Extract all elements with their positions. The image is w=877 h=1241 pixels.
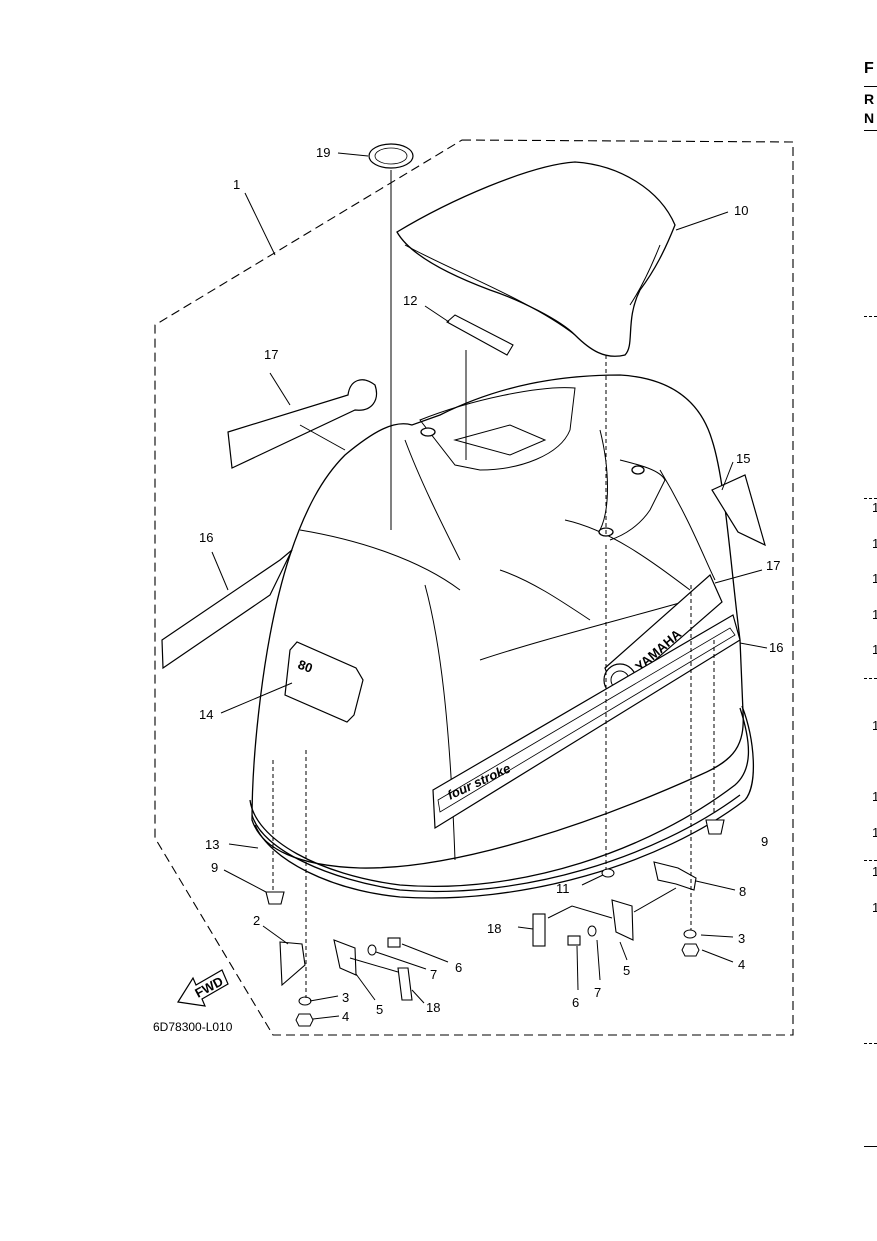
edge-number: 1 — [872, 825, 877, 840]
callout-13: 13 — [205, 837, 219, 852]
callout-7-right: 7 — [594, 985, 601, 1000]
edge-number: 1 — [872, 642, 877, 657]
damper-12 — [446, 314, 514, 356]
callout-16-right: 16 — [769, 640, 783, 655]
leader-lines — [211, 152, 768, 1020]
cowling-seal — [249, 705, 755, 899]
callout-7-left: 7 — [430, 967, 437, 982]
callout-3-right: 3 — [738, 931, 745, 946]
callout-17-left: 17 — [264, 347, 278, 362]
callout-4-left: 4 — [342, 1009, 349, 1024]
edge-rule — [864, 498, 877, 499]
collar-18 — [397, 913, 546, 1001]
callouts: 19 1 10 12 17 15 16 17 16 14 13 9 9 11 8… — [199, 145, 783, 1024]
bolt-6 — [387, 935, 581, 948]
callout-1: 1 — [233, 177, 240, 192]
edge-rule — [864, 860, 877, 861]
callout-12: 12 — [403, 293, 417, 308]
edge-number: 1 — [872, 571, 877, 586]
engine-cover — [396, 161, 676, 357]
callout-14: 14 — [199, 707, 213, 722]
edge-rule — [864, 130, 877, 131]
callout-11: 11 — [556, 881, 570, 896]
edge-rule — [864, 316, 877, 317]
callout-18-right: 18 — [487, 921, 501, 936]
grommet-9 — [265, 819, 725, 905]
assembly-boundary — [154, 139, 794, 1036]
edge-letter-n: N — [864, 110, 875, 126]
fwd-arrow-icon: FWD — [177, 969, 229, 1007]
callout-16-left: 16 — [199, 530, 213, 545]
figure-code: 6D78300-L010 — [153, 1020, 233, 1034]
side-decal-16-left — [161, 549, 293, 670]
edge-number: 1 — [872, 864, 877, 879]
edge-letter-r: R — [864, 91, 875, 107]
callout-5-left: 5 — [376, 1002, 383, 1017]
edge-number: 1 — [872, 718, 877, 733]
callout-8: 8 — [739, 884, 746, 899]
fwd-label: FWD — [192, 974, 225, 1001]
washer-7 — [367, 925, 597, 956]
nut-4 — [295, 943, 700, 1027]
callout-3-left: 3 — [342, 990, 349, 1005]
edge-number: 1 — [872, 607, 877, 622]
top-cowling — [251, 374, 744, 869]
callout-15: 15 — [736, 451, 750, 466]
callout-6-right: 6 — [572, 995, 579, 1010]
side-decal-15 — [711, 474, 766, 547]
edge-rule — [864, 1146, 877, 1147]
edge-number: 1 — [872, 900, 877, 915]
model-decal: 80 — [284, 641, 364, 723]
model-number: 80 — [296, 657, 315, 676]
callout-6-left: 6 — [455, 960, 462, 975]
edge-rule — [864, 1043, 877, 1044]
callout-5-right: 5 — [623, 963, 630, 978]
callout-2: 2 — [253, 913, 260, 928]
callout-10: 10 — [734, 203, 748, 218]
side-decal-17 — [227, 379, 377, 469]
nut-11 — [601, 868, 615, 878]
callout-9-left: 9 — [211, 860, 218, 875]
edge-rule — [864, 86, 877, 87]
callout-18-left: 18 — [426, 1000, 440, 1015]
edge-number: 1 — [872, 500, 877, 515]
edge-letter-f: F — [864, 60, 874, 77]
callout-4-right: 4 — [738, 957, 745, 972]
callout-19: 19 — [316, 145, 330, 160]
callout-17-right: 17 — [766, 558, 780, 573]
callout-9-right: 9 — [761, 834, 768, 849]
edge-rule — [864, 678, 877, 679]
edge-number: 1 — [872, 789, 877, 804]
brackets — [279, 861, 697, 987]
edge-number: 1 — [872, 536, 877, 551]
washer-3 — [298, 929, 697, 1006]
